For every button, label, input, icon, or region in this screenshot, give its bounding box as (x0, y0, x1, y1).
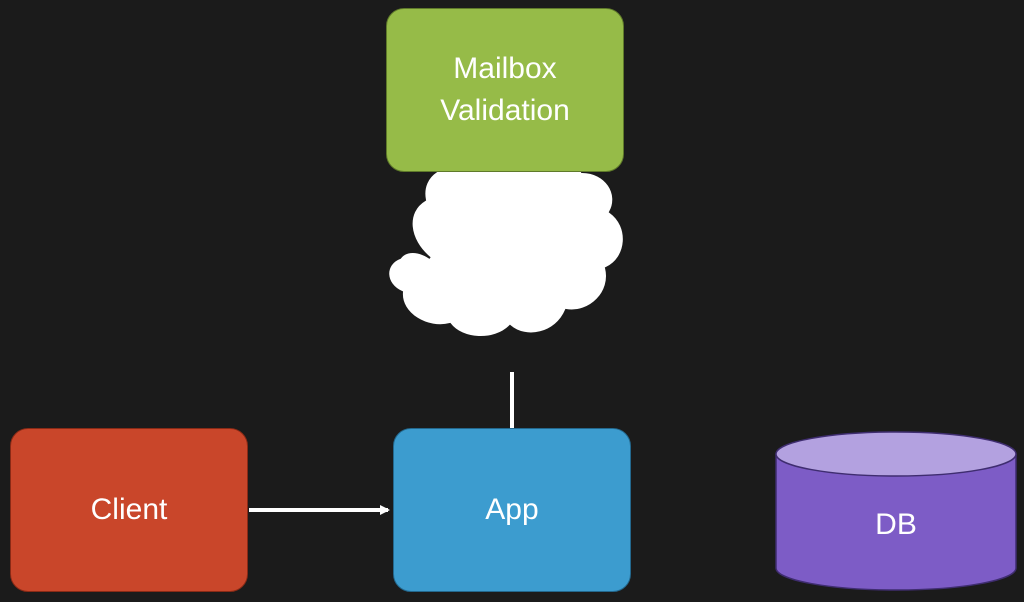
db-label: DB (875, 508, 917, 541)
app-label: App (485, 493, 539, 526)
mailbox-validation-node: Mailbox Validation (386, 8, 624, 172)
mailbox-validation-label: Mailbox Validation (440, 52, 570, 127)
app-node: App (393, 428, 631, 592)
client-label: Client (90, 493, 168, 526)
db-cylinder (775, 431, 1017, 591)
client-node: Client (10, 428, 248, 592)
